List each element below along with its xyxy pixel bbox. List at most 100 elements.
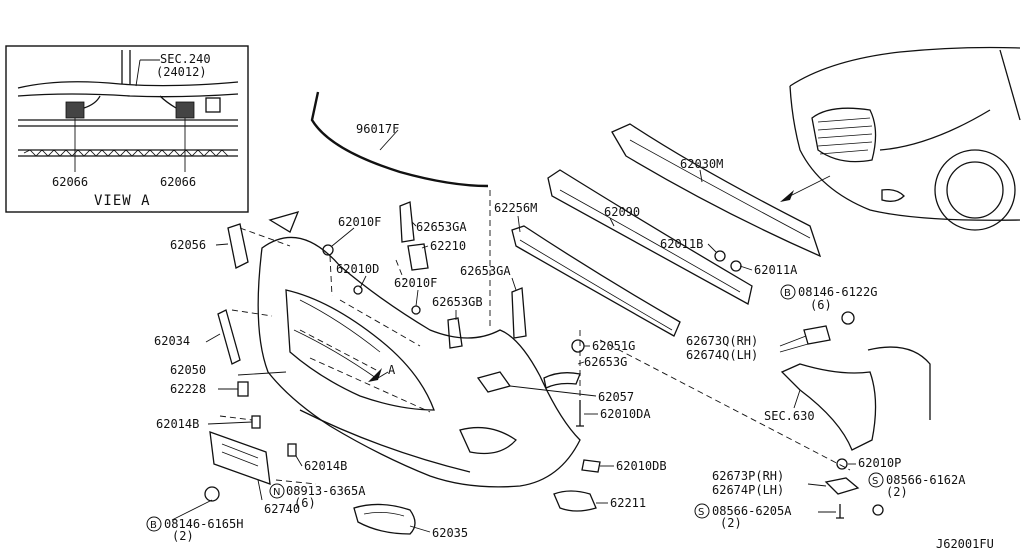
part-62256M[interactable]: 62256M [494, 201, 681, 337]
part-62653GB[interactable]: 62653GB [432, 295, 483, 349]
inset-harness-lower [17, 93, 239, 98]
part-62211[interactable]: 62211 [553, 490, 646, 512]
dash-7 [219, 415, 253, 421]
part-08566-6162A[interactable]: S 08566-6162A (2) [868, 472, 966, 516]
label-62056: 62056 [170, 238, 206, 252]
part-62090[interactable]: 62090 [547, 169, 753, 305]
inset-frame [5, 45, 249, 213]
label-62090: 62090 [604, 205, 640, 219]
screw-symbol-6205A [694, 503, 710, 519]
part-62653GA-right[interactable]: 62653GA [460, 264, 527, 339]
part-62010DB[interactable]: 62010DB [581, 459, 667, 473]
part-62011B[interactable]: 62011B [660, 237, 726, 262]
leader-62653G [577, 361, 585, 365]
part-62010D[interactable]: 62010D [336, 262, 379, 295]
part-62051G[interactable]: 62051G [571, 339, 635, 353]
screw-symbol-letter-6205A: S [698, 507, 704, 518]
part-sec630[interactable]: SEC.630 [764, 346, 931, 451]
inset-right-part-label: 62066 [160, 175, 196, 189]
fog-bezel-62035 [353, 503, 416, 535]
car-view-arrow-head [780, 190, 794, 202]
part-08913-6365A[interactable]: N 08913-6365A (6) [269, 483, 366, 510]
trim-strip-shape [310, 91, 489, 188]
leader-62035 [409, 525, 431, 533]
dash-12 [329, 255, 333, 297]
part-62050[interactable]: 62050 [170, 211, 581, 488]
clip-62011B [714, 250, 726, 262]
part-62010F-top[interactable]: 62010F [322, 215, 381, 256]
car-front-illustration [780, 46, 1021, 231]
screw-62010DB [581, 459, 601, 473]
bolt-6122G-head [841, 311, 855, 325]
leader-62014B-right [295, 455, 303, 467]
nut-symbol [269, 483, 285, 499]
label-sec630: SEC.630 [764, 409, 815, 423]
part-08566-6205A[interactable]: S 08566-6205A (2) [694, 503, 844, 530]
part-96017F[interactable]: 96017F [310, 91, 489, 188]
clip-62010P [836, 458, 848, 470]
fascia-corner-tab [268, 211, 300, 233]
fog-bezel-rib [363, 512, 405, 517]
bolt-symbol-6122G [780, 284, 796, 300]
bolt-6165H-head [204, 486, 220, 502]
inset-harness-top [17, 81, 239, 89]
clip-62011A [730, 260, 742, 272]
part-62035[interactable]: 62035 [353, 503, 468, 540]
part-62014B-right[interactable]: 62014B [287, 443, 347, 473]
lower-grille-shape [511, 225, 681, 337]
label-62034: 62034 [154, 334, 190, 348]
nut-62051G [571, 339, 585, 353]
inset-bumper-lower-edge [18, 149, 238, 157]
dash-6 [309, 357, 431, 413]
leader-62034 [205, 333, 221, 343]
reinforcement-shape [611, 123, 822, 258]
label-62010DA: 62010DA [600, 407, 651, 421]
label-62653GA-right: 62653GA [460, 264, 511, 278]
label-08566-6205A: 08566-6205A [712, 504, 792, 518]
part-62010F-mid[interactable]: 62010F [394, 276, 437, 315]
bracket-62057 [476, 371, 512, 393]
part-08146-6122G[interactable]: B 08146-6122G (6) [780, 284, 877, 325]
part-62030M[interactable]: 62030M [611, 123, 822, 258]
inset-title: VIEW A [94, 193, 151, 209]
bracket-62673Q [803, 325, 831, 345]
view-marker-a: A [368, 363, 396, 382]
label-08146-6165H: 08146-6165H [164, 517, 243, 531]
label-62740: 62740 [264, 502, 300, 516]
part-62014B-left[interactable]: 62014B [156, 415, 261, 431]
label-62014B-left: 62014B [156, 417, 199, 431]
label-62010F-mid: 62010F [394, 276, 437, 290]
part-62228[interactable]: 62228 [170, 381, 249, 397]
part-62653GA-top[interactable]: 62653GA [399, 201, 467, 243]
leader-96017F [379, 129, 399, 151]
fascia-foglamp-opening [459, 426, 517, 455]
license-bracket-slots [221, 443, 259, 467]
part-62034[interactable]: 62034 [154, 309, 241, 365]
part-62740[interactable]: 62740 [209, 431, 300, 516]
label-62228: 62228 [170, 382, 206, 396]
part-62011A[interactable]: 62011A [730, 260, 798, 277]
part-62056[interactable]: 62056 [170, 223, 249, 269]
absorber-shape [547, 169, 753, 305]
fascia-grille-opening [285, 289, 435, 411]
part-62210[interactable]: 62210 [407, 239, 466, 271]
part-62010P[interactable]: 62010P [836, 456, 901, 470]
part-62673Q[interactable]: 62673Q(RH) 62674Q(LH) [686, 325, 831, 362]
label-62010F-top: 62010F [338, 215, 381, 229]
part-62057[interactable]: 62057 [476, 371, 634, 404]
label-62010D: 62010D [336, 262, 379, 276]
part-08146-6165H[interactable]: B 08146-6165H (2) [146, 486, 243, 543]
leader-62210 [421, 245, 429, 249]
leader-62050 [237, 371, 287, 376]
bracket-62211 [553, 490, 597, 512]
screw-6205A [836, 504, 844, 519]
part-62673P[interactable]: 62673P(RH) 62674P(LH) [712, 469, 860, 497]
bracket-62034-shape [217, 309, 241, 365]
lower-grille-rib [519, 239, 673, 331]
clip-62010D [353, 285, 363, 295]
seal-62653GA-right [511, 287, 527, 339]
leader-62011A [739, 265, 753, 271]
part-62653G[interactable]: 62653G [543, 355, 627, 389]
part-62010DA[interactable]: 62010DA [576, 400, 651, 427]
label-62051G: 62051G [592, 339, 635, 353]
